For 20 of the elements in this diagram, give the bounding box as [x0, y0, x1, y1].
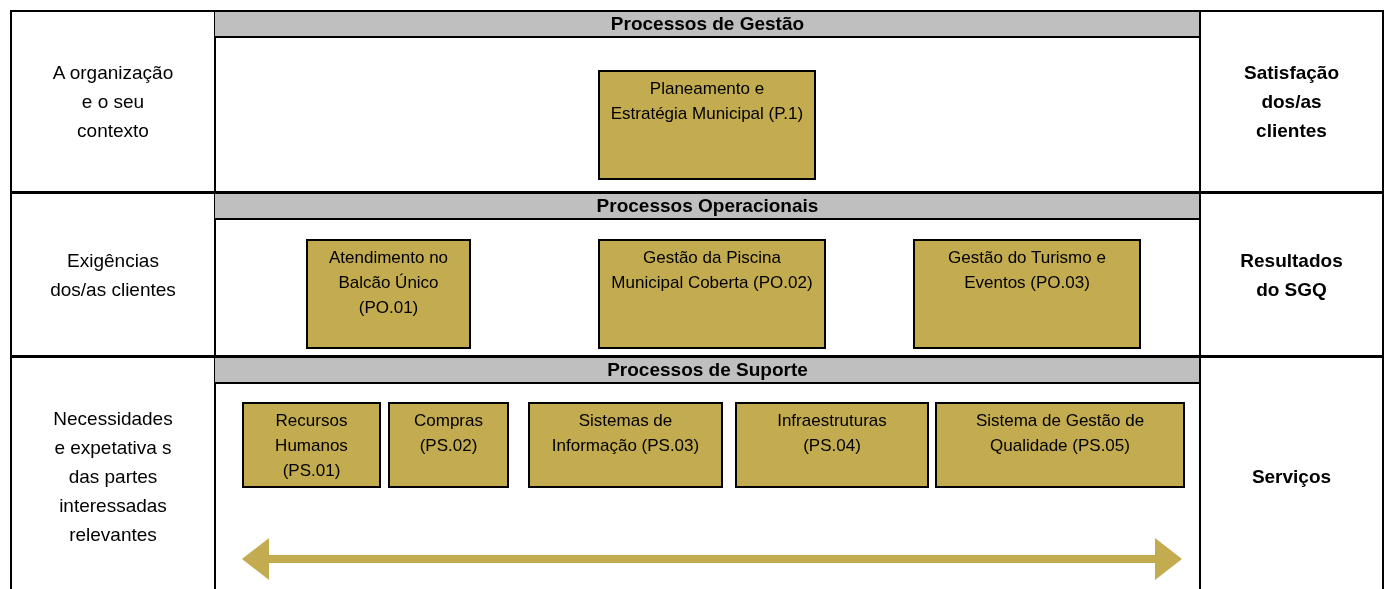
process-box: Compras (PS.02) — [388, 402, 509, 488]
process-box: Sistemas de Informação (PS.03) — [528, 402, 723, 488]
process-box: Infraestruturas (PS.04) — [735, 402, 929, 488]
process-box: Gestão do Turismo e Eventos (PO.03) — [913, 239, 1141, 349]
table-cell: A organização e o seu contexto — [10, 10, 216, 193]
table-cell: Necessidades e expetativa s das partes interessadas relevantes — [10, 356, 216, 589]
process-panel — [215, 192, 1200, 357]
table-cell: Satisfação dos/as clientes — [1199, 10, 1384, 193]
process-box: Sistema de Gestão de Qualidade (PS.05) — [935, 402, 1185, 488]
process-box: Planeamento e Estratégia Municipal (P.1) — [598, 70, 816, 180]
panel-heading: Processos de Gestão — [215, 12, 1200, 38]
process-box: Atendimento no Balcão Único (PO.01) — [306, 239, 471, 349]
table-cell: Serviços — [1199, 356, 1384, 589]
table-cell: Exigências dos/as clientes — [10, 192, 216, 357]
process-box: Gestão da Piscina Municipal Coberta (PO.02) — [598, 239, 826, 349]
process-panel — [215, 10, 1200, 193]
process-box: Recursos Humanos (PS.01) — [242, 402, 381, 488]
table-cell: Resultados do SGQ — [1199, 192, 1384, 357]
panel-heading: Processos Operacionais — [215, 194, 1200, 220]
panel-heading: Processos de Suporte — [215, 358, 1200, 384]
